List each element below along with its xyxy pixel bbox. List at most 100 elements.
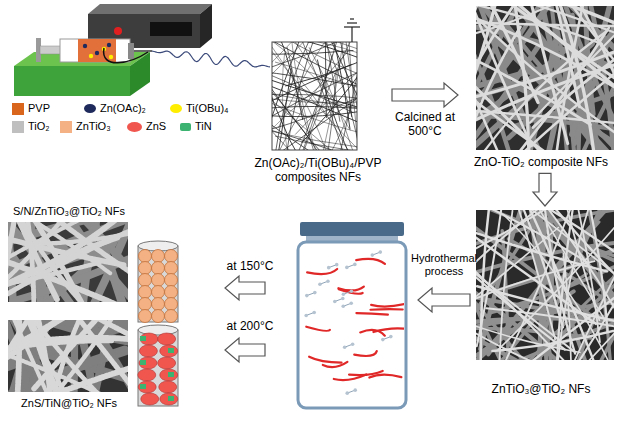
solution-dot bbox=[107, 43, 111, 47]
ground-symbol bbox=[351, 27, 352, 42]
fiber bbox=[275, 136, 357, 150]
particle bbox=[158, 333, 176, 345]
fiber bbox=[276, 42, 327, 150]
molecule bbox=[350, 289, 354, 293]
fiber bbox=[34, 320, 128, 389]
particle bbox=[165, 298, 178, 311]
image-panel: S/N/ZnTiO₃@TiO₂ NFs bbox=[3, 205, 135, 302]
fiber bbox=[476, 210, 596, 324]
fiber bbox=[476, 36, 614, 100]
pump-base bbox=[14, 66, 130, 96]
power-supply-top bbox=[88, 4, 212, 14]
needle bbox=[134, 50, 152, 52]
particle bbox=[165, 250, 178, 263]
legend-swatch bbox=[60, 121, 72, 133]
molecule bbox=[381, 338, 385, 342]
fiber bbox=[476, 6, 573, 53]
molecule bbox=[327, 266, 331, 270]
fiber bbox=[369, 375, 401, 378]
solution-dot bbox=[109, 55, 113, 59]
particle bbox=[139, 345, 157, 357]
jet bbox=[152, 51, 270, 67]
particle bbox=[138, 381, 156, 393]
fiber bbox=[371, 304, 404, 306]
fiber bbox=[511, 249, 614, 360]
molecule bbox=[326, 279, 330, 283]
particle bbox=[168, 372, 174, 377]
particle bbox=[139, 274, 152, 287]
fiber-model bbox=[138, 246, 178, 322]
fiber bbox=[272, 65, 351, 131]
particle bbox=[152, 286, 165, 299]
legend-swatch bbox=[170, 104, 182, 113]
ground-symbol bbox=[347, 22, 357, 23]
legend-text: Ti(OBu)₄ bbox=[186, 102, 229, 115]
particle bbox=[140, 333, 158, 345]
molecule bbox=[318, 282, 322, 286]
fiber bbox=[272, 52, 357, 117]
fiber bbox=[354, 351, 377, 356]
molecule bbox=[333, 300, 337, 304]
molecule bbox=[353, 263, 357, 267]
particle bbox=[152, 274, 165, 287]
molecule bbox=[342, 292, 346, 296]
particle bbox=[160, 345, 178, 357]
fiber bbox=[476, 210, 589, 308]
process-arrow bbox=[392, 83, 458, 107]
particle bbox=[160, 393, 178, 405]
process-arrow bbox=[418, 288, 470, 312]
fiber bbox=[559, 6, 598, 150]
fiber bbox=[272, 61, 341, 150]
fiber bbox=[8, 222, 117, 298]
image-caption: ZnO-TiO₂ composite NFs bbox=[474, 155, 608, 169]
particle bbox=[139, 286, 152, 299]
molecule bbox=[345, 266, 349, 270]
image-panel: Zn(OAc)₂/Ti(OBu)₄/PVP composites NFs bbox=[248, 42, 388, 185]
fiber bbox=[370, 308, 402, 311]
process-label: at 200°C bbox=[220, 319, 280, 333]
fiber bbox=[272, 42, 350, 130]
particle bbox=[168, 348, 174, 353]
particle bbox=[139, 250, 152, 263]
fiber bbox=[272, 69, 291, 150]
image-panel: ZnO-TiO₂ composite NFs bbox=[462, 6, 620, 169]
power-supply-side bbox=[200, 4, 212, 48]
fiber bbox=[476, 261, 595, 333]
fiber bbox=[476, 6, 513, 112]
image-caption: ZnTiO₃@TiO₂ NFs bbox=[492, 382, 591, 396]
particle bbox=[139, 298, 152, 311]
particle bbox=[139, 310, 152, 323]
molecule bbox=[335, 263, 339, 267]
particle bbox=[152, 262, 165, 275]
particle bbox=[165, 286, 178, 299]
particle bbox=[141, 393, 159, 405]
solution-dot bbox=[95, 51, 99, 55]
fiber bbox=[307, 269, 337, 274]
fiber bbox=[356, 313, 387, 315]
particle bbox=[140, 384, 146, 389]
molecule bbox=[389, 335, 393, 339]
fiber bbox=[306, 327, 330, 331]
legend-text: PVP bbox=[28, 102, 50, 115]
fiber bbox=[272, 94, 357, 99]
image-caption: S/N/ZnTiO₃@TiO₂ NFs bbox=[13, 205, 125, 218]
molecule bbox=[312, 311, 316, 315]
fiber bbox=[476, 6, 551, 128]
fiber bbox=[309, 357, 341, 363]
fiber bbox=[41, 320, 128, 365]
legend-swatch bbox=[127, 122, 142, 132]
molecule bbox=[345, 391, 349, 395]
particle bbox=[152, 298, 165, 311]
fiber bbox=[492, 304, 614, 351]
particle bbox=[168, 396, 174, 401]
particle bbox=[159, 381, 177, 393]
fiber bbox=[528, 6, 614, 102]
molecule bbox=[313, 291, 317, 295]
legend-text: TiO₂ bbox=[28, 120, 50, 133]
image-panel: ZnTiO₃@TiO₂ NFs bbox=[462, 210, 620, 396]
fiber bbox=[23, 320, 80, 392]
fiber bbox=[356, 259, 385, 264]
vessel-lid bbox=[300, 222, 404, 236]
fiber bbox=[334, 374, 366, 380]
fiber bbox=[493, 210, 576, 360]
